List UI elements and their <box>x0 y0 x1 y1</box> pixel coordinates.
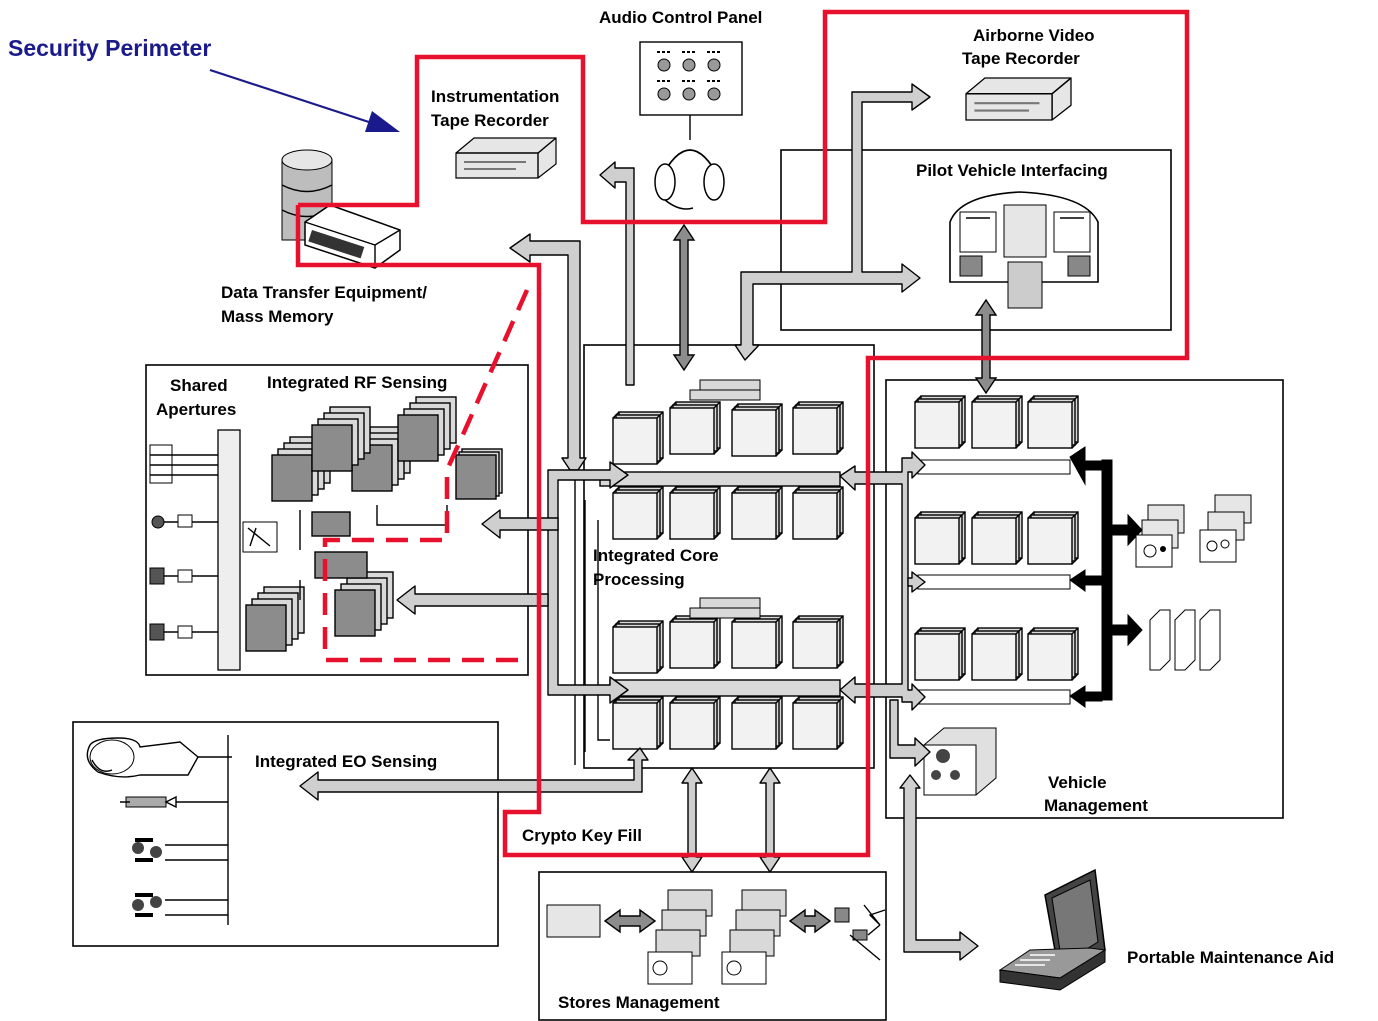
data-transfer-label-1: Data Transfer Equipment/ <box>221 283 427 302</box>
crypto-key-fill-label: Crypto Key Fill <box>522 826 642 845</box>
audio-control-panel-label: Audio Control Panel <box>599 8 762 27</box>
integrated-core-label-1: Integrated Core <box>593 546 719 565</box>
shared-apertures-label-2: Apertures <box>156 400 236 419</box>
integrated-core-label-2: Processing <box>593 570 685 589</box>
vehicle-management-label-1: Vehicle <box>1048 773 1107 792</box>
integrated-rf-label: Integrated RF Sensing <box>267 373 447 392</box>
vehicle-unit-icon <box>924 728 996 795</box>
laptop-icon <box>1000 870 1105 990</box>
instrumentation-label-1: Instrumentation <box>431 87 559 106</box>
security-perimeter-label: Security Perimeter <box>8 35 211 61</box>
portable-maintenance-label: Portable Maintenance Aid <box>1127 948 1334 967</box>
data-transfer-cartridge-icon <box>305 205 400 268</box>
vehicle-management-label-2: Management <box>1044 796 1148 815</box>
audio-panel-icon <box>640 42 742 140</box>
tape-recorder-icon <box>966 78 1071 120</box>
actuator-panels-icon <box>1150 610 1220 670</box>
core-bus-top <box>600 472 840 486</box>
integrated-eo-label: Integrated EO Sensing <box>255 752 437 771</box>
instrumentation-label-2: Tape Recorder <box>431 111 549 130</box>
airborne-video-label-1: Airborne Video <box>973 26 1095 45</box>
security-perimeter-pointer <box>210 70 400 132</box>
data-transfer-label-2: Mass Memory <box>221 307 334 326</box>
arrow-pilot-vehicle <box>976 300 996 393</box>
stores-management-label: Stores Management <box>558 993 720 1012</box>
tape-recorder-icon <box>456 138 556 178</box>
headset-icon <box>655 150 724 209</box>
airborne-video-label-2: Tape Recorder <box>962 49 1080 68</box>
shared-apertures-label-1: Shared <box>170 376 228 395</box>
vehicle-card-rows <box>915 396 1078 704</box>
pilot-vehicle-label: Pilot Vehicle Interfacing <box>916 161 1108 180</box>
core-bus-bottom <box>610 680 840 696</box>
